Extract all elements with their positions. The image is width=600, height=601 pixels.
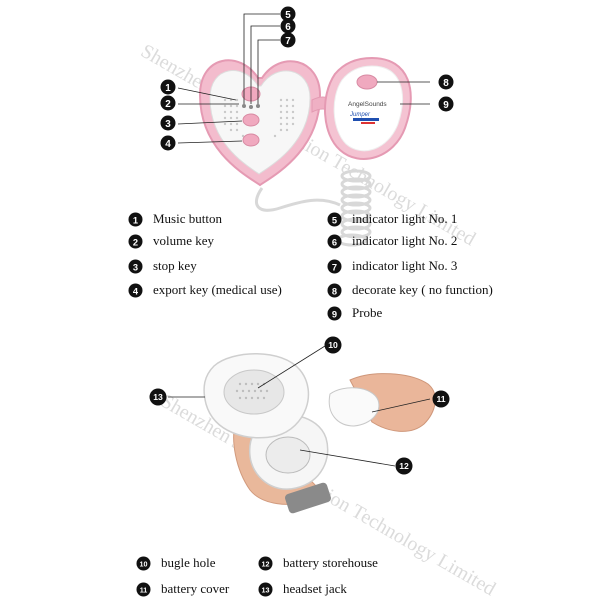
legend-number-badge: 12 <box>258 556 273 571</box>
legend-label: volume key <box>153 233 215 248</box>
legend-number-badge: 7 <box>327 259 342 274</box>
svg-text:7: 7 <box>285 36 291 47</box>
legend-bottom-item-10: 10 bugle hole <box>136 555 216 571</box>
svg-text:13: 13 <box>262 585 270 594</box>
svg-text:11: 11 <box>140 585 148 594</box>
legend-number-badge: 2 <box>128 234 143 249</box>
svg-text:1: 1 <box>133 215 138 225</box>
legend-number-badge: 3 <box>128 259 143 274</box>
legend-top-item-8: 8 decorate key ( no function) <box>327 282 493 298</box>
legend-label: indicator light No. 2 <box>352 233 458 248</box>
leader-lines-top <box>177 13 430 144</box>
svg-text:5: 5 <box>332 215 337 225</box>
svg-text:11: 11 <box>436 394 445 404</box>
callout-12: 12 <box>395 457 413 475</box>
svg-text:3: 3 <box>165 119 171 130</box>
svg-text:10: 10 <box>140 559 148 568</box>
legend-number-badge: 9 <box>327 306 342 321</box>
brand-label: AngelSounds <box>348 101 387 108</box>
legend-number-badge: 11 <box>136 582 151 597</box>
svg-text:6: 6 <box>285 22 291 33</box>
svg-text:12: 12 <box>399 461 409 471</box>
legend-bottom-item-13: 13 headset jack <box>258 581 347 597</box>
svg-text:6: 6 <box>332 237 337 247</box>
legend-number-badge: 6 <box>327 234 342 249</box>
svg-text:8: 8 <box>332 286 337 296</box>
svg-text:9: 9 <box>332 309 337 319</box>
callout-6: 6 <box>280 18 296 34</box>
leader-lines-bottom <box>168 345 431 467</box>
probe-unit <box>324 56 412 160</box>
legend-top-item-1: 1 Music button <box>128 211 222 227</box>
legend-number-badge: 10 <box>136 556 151 571</box>
legend-label: Music button <box>153 211 222 226</box>
legend-label: stop key <box>153 258 197 273</box>
callout-13: 13 <box>149 388 167 406</box>
legend-top-item-6: 6 indicator light No. 2 <box>327 233 457 249</box>
coiled-cord <box>255 169 372 247</box>
svg-text:2: 2 <box>133 237 138 247</box>
callout-5: 5 <box>280 6 296 22</box>
callout-11: 11 <box>432 390 450 408</box>
svg-text:5: 5 <box>285 10 291 21</box>
legend-label: bugle hole <box>161 555 216 570</box>
svg-text:3: 3 <box>133 262 138 272</box>
legend-label: battery storehouse <box>283 555 378 570</box>
legend-label: decorate key ( no function) <box>352 282 493 297</box>
legend-top-item-5: 5 indicator light No. 1 <box>327 211 457 227</box>
main-unit <box>198 59 322 187</box>
legend-number-badge: 13 <box>258 582 273 597</box>
legend-number-badge: 5 <box>327 212 342 227</box>
svg-text:7: 7 <box>332 262 337 272</box>
device-photo-bottom <box>203 353 436 514</box>
legend-top-item-3: 3 stop key <box>128 258 197 274</box>
svg-text:1: 1 <box>165 83 171 94</box>
legend-number-badge: 8 <box>327 283 342 298</box>
legend-label: export key (medical use) <box>153 282 282 297</box>
svg-text:4: 4 <box>133 286 139 296</box>
callout-7: 7 <box>280 32 296 48</box>
legend-label: Probe <box>352 305 383 320</box>
svg-text:8: 8 <box>443 78 449 89</box>
legend-bottom-item-11: 11 battery cover <box>136 581 229 597</box>
legend-bottom-item-12: 12 battery storehouse <box>258 555 378 571</box>
legend-label: battery cover <box>161 581 230 596</box>
callout-9: 9 <box>438 96 454 112</box>
svg-text:13: 13 <box>153 392 163 402</box>
callout-2: 2 <box>160 95 176 111</box>
legend-number-badge: 4 <box>128 283 143 298</box>
svg-text:9: 9 <box>443 100 449 111</box>
svg-text:10: 10 <box>328 340 338 350</box>
legend-label: headset jack <box>283 581 347 596</box>
legend-top-item-2: 2 volume key <box>128 233 214 249</box>
svg-text:12: 12 <box>262 559 270 568</box>
maker-label: Jumper <box>349 112 371 118</box>
svg-text:4: 4 <box>165 139 171 150</box>
callout-10: 10 <box>324 336 342 354</box>
callout-1: 1 <box>160 79 176 95</box>
callout-3: 3 <box>160 115 176 131</box>
legend-top-item-9: 9 Probe <box>327 305 382 321</box>
legend-top-item-4: 4 export key (medical use) <box>128 282 282 298</box>
callout-4: 4 <box>160 135 176 151</box>
svg-text:2: 2 <box>165 99 171 110</box>
legend-number-badge: 1 <box>128 212 143 227</box>
legend-label: indicator light No. 1 <box>352 211 458 226</box>
callout-8: 8 <box>438 74 454 90</box>
legend-top-item-7: 7 indicator light No. 3 <box>327 258 457 274</box>
legend-label: indicator light No. 3 <box>352 258 458 273</box>
